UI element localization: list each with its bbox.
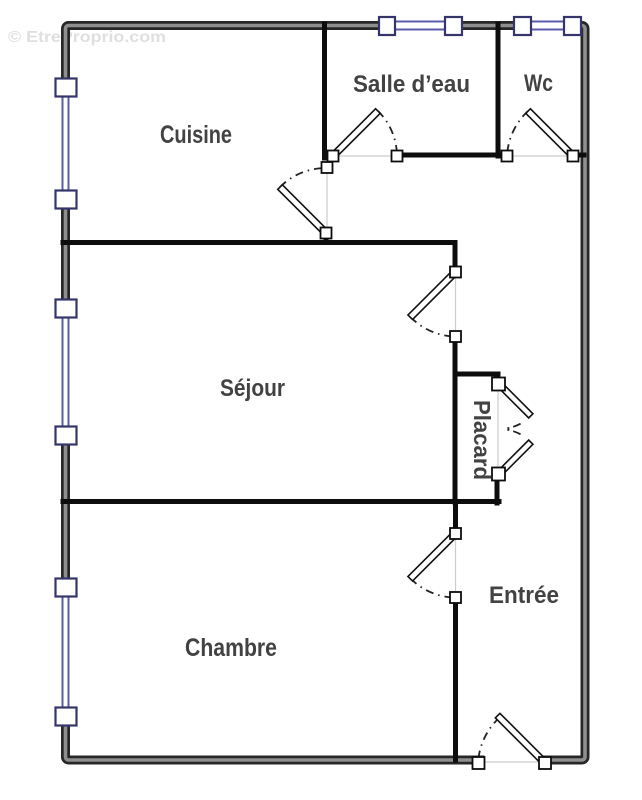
svg-text:Chambre: Chambre — [185, 634, 277, 662]
svg-text:Cuisine: Cuisine — [160, 121, 232, 149]
svg-text:Séjour: Séjour — [220, 375, 285, 402]
svg-text:Placard: Placard — [469, 400, 495, 480]
svg-text:Entrée: Entrée — [489, 582, 559, 609]
svg-text:Salle d’eau: Salle d’eau — [353, 71, 470, 98]
svg-text:Wc: Wc — [524, 70, 553, 97]
svg-text:© EtreProprio.com: © EtreProprio.com — [8, 29, 166, 46]
